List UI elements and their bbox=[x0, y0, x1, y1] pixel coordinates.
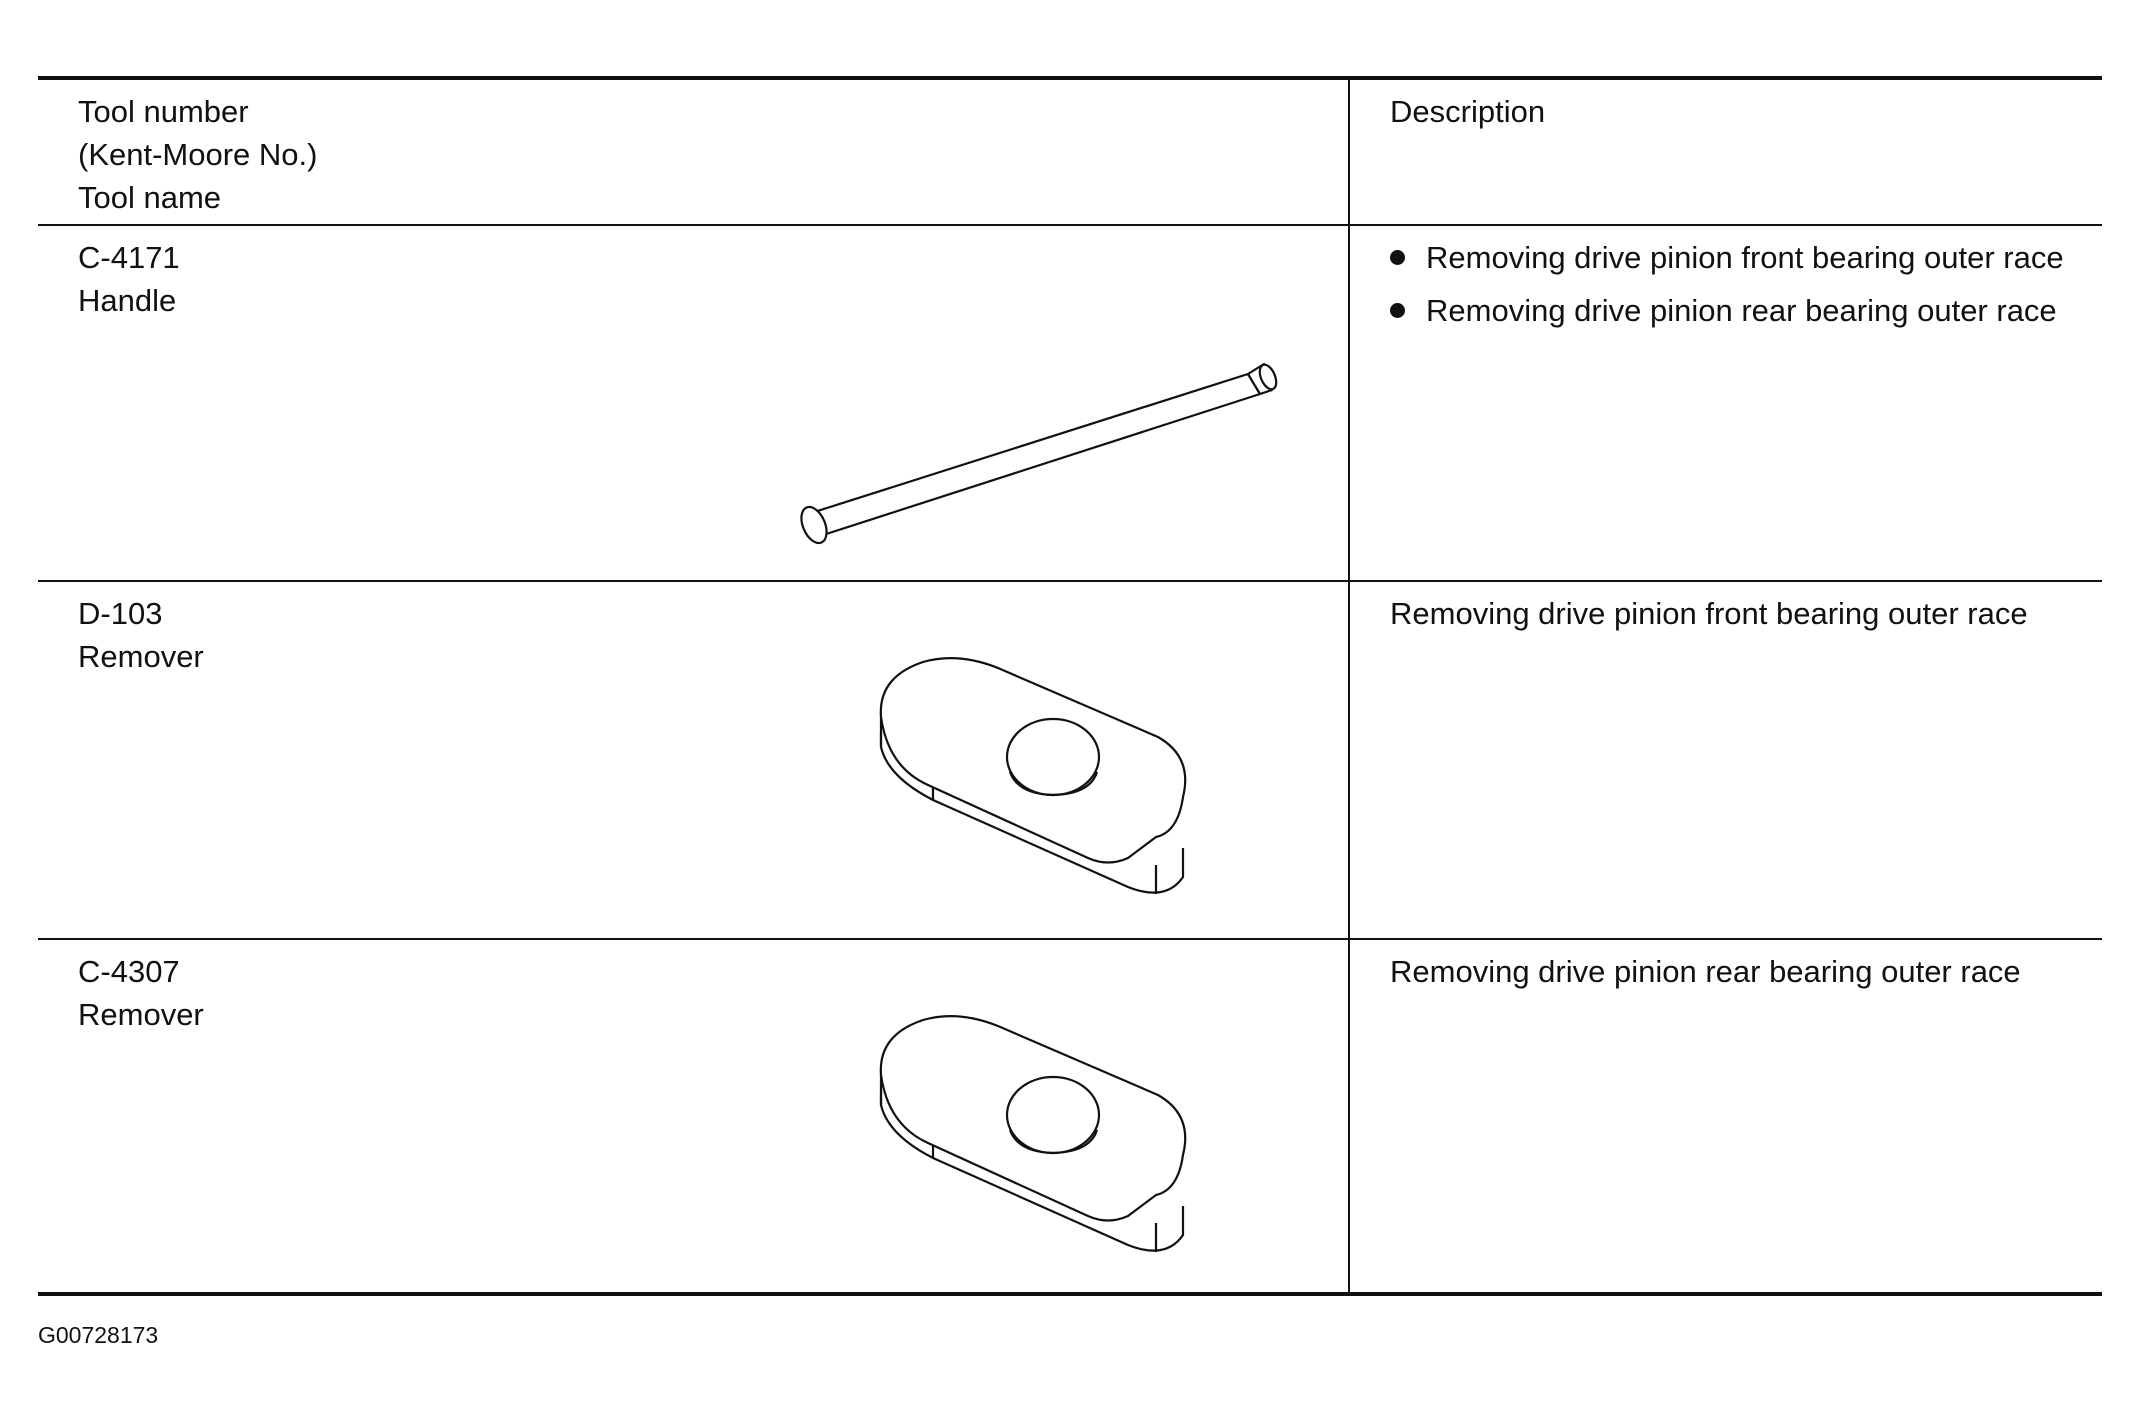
tool-number: D-103 bbox=[78, 596, 163, 631]
header-tool-number: Tool number bbox=[78, 94, 249, 129]
row-separator bbox=[38, 938, 2102, 940]
header-tool-column: Tool number (Kent-Moore No.) Tool name bbox=[78, 90, 317, 219]
list-item: Removing drive pinion front bearing oute… bbox=[1390, 236, 2070, 279]
row-separator bbox=[38, 224, 2102, 226]
bullet-text: Removing drive pinion front bearing oute… bbox=[1426, 240, 2064, 275]
tool-name: Remover bbox=[78, 997, 204, 1032]
remover-block-icon bbox=[879, 657, 1187, 894]
table-top-rule bbox=[38, 76, 2102, 80]
tool-cell: C-4307 Remover bbox=[78, 950, 204, 1036]
list-item: Removing drive pinion rear bearing outer… bbox=[1390, 289, 2070, 332]
bullet-text: Removing drive pinion rear bearing outer… bbox=[1426, 293, 2057, 328]
header-description: Description bbox=[1390, 94, 1546, 129]
bullet-icon bbox=[1390, 303, 1405, 318]
table-row: C-4307 Remover Removing drive pinion rea… bbox=[38, 940, 2102, 1292]
column-divider bbox=[1348, 78, 1350, 1294]
table-header-row: Tool number (Kent-Moore No.) Tool name D… bbox=[38, 80, 2102, 228]
description-cell: Removing drive pinion rear bearing outer… bbox=[1390, 954, 2021, 989]
special-tools-table: Tool number (Kent-Moore No.) Tool name D… bbox=[38, 76, 2102, 1296]
tool-name: Remover bbox=[78, 639, 204, 674]
tool-cell: D-103 Remover bbox=[78, 592, 204, 678]
header-tool-name: Tool name bbox=[78, 180, 222, 215]
bullet-icon bbox=[1390, 250, 1405, 265]
description-bullet-list: Removing drive pinion front bearing oute… bbox=[1390, 236, 2070, 332]
handle-bar-icon bbox=[800, 362, 1278, 545]
table-row: D-103 Remover Removing drive pinion fron… bbox=[38, 582, 2102, 939]
row-separator bbox=[38, 580, 2102, 582]
description-cell: Removing drive pinion front bearing oute… bbox=[1390, 236, 2070, 342]
tool-cell: C-4171 Handle bbox=[78, 236, 180, 322]
tool-number: C-4171 bbox=[78, 240, 180, 275]
table-bottom-rule bbox=[38, 1292, 2102, 1296]
remover-block-icon bbox=[879, 1015, 1187, 1252]
table-row: C-4171 Handle Removing drive pinion fron… bbox=[38, 226, 2102, 583]
figure-code: G00728173 bbox=[38, 1322, 159, 1348]
tool-name: Handle bbox=[78, 283, 177, 318]
tool-number: C-4307 bbox=[78, 954, 180, 989]
description-cell: Removing drive pinion front bearing oute… bbox=[1390, 596, 2028, 631]
header-kent-moore: (Kent-Moore No.) bbox=[78, 137, 318, 172]
